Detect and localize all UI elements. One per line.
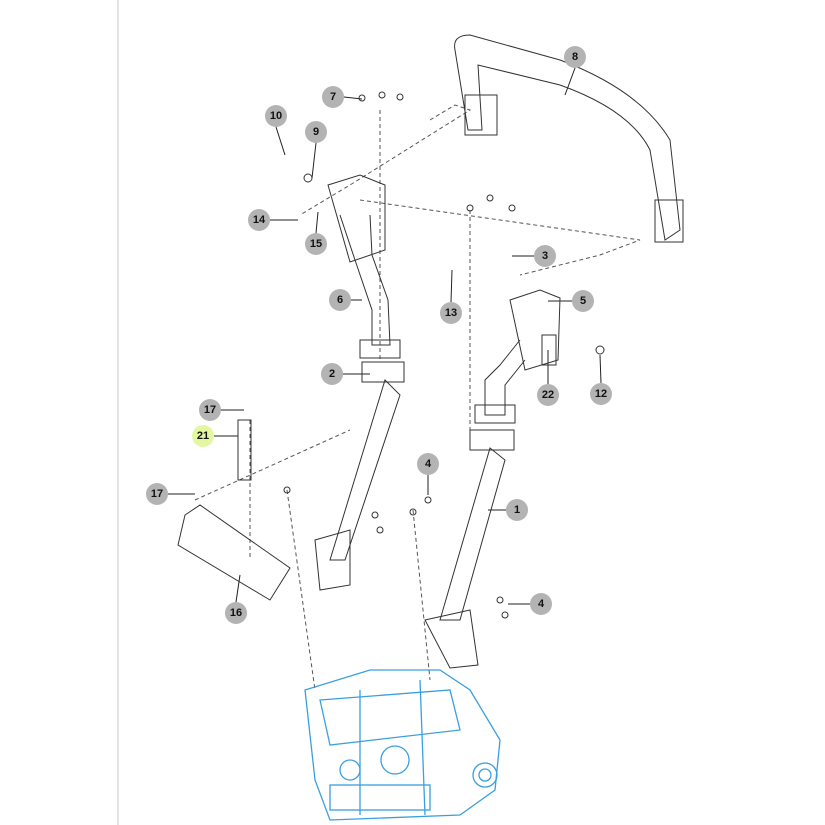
right-upright — [474, 289, 561, 424]
callout-9[interactable]: 9 — [305, 121, 327, 143]
callout-7[interactable]: 7 — [322, 86, 344, 108]
callout-15[interactable]: 15 — [305, 233, 327, 255]
fasteners — [283, 91, 605, 619]
left-upright — [327, 174, 401, 359]
panel-divider — [117, 0, 119, 825]
callout-8[interactable]: 8 — [564, 46, 586, 68]
roll-bar — [454, 34, 684, 243]
callout-4[interactable]: 4 — [417, 453, 439, 475]
callout-13[interactable]: 13 — [440, 302, 462, 324]
right-lower-frame — [424, 429, 515, 669]
callout-4[interactable]: 4 — [530, 593, 552, 615]
callout-6[interactable]: 6 — [329, 289, 351, 311]
callout-1[interactable]: 1 — [506, 499, 528, 521]
callout-2[interactable]: 2 — [321, 363, 343, 385]
callout-17[interactable]: 17 — [146, 483, 168, 505]
left-lower-frame — [314, 361, 405, 591]
callout-3[interactable]: 3 — [534, 245, 556, 267]
callout-14[interactable]: 14 — [248, 209, 270, 231]
bracket-21 — [237, 419, 252, 481]
callout-5[interactable]: 5 — [572, 290, 594, 312]
leader-lines — [168, 67, 602, 605]
transmission — [304, 669, 501, 821]
plate-16 — [177, 504, 291, 601]
assembly-dashed-lines — [194, 104, 641, 691]
callout-17[interactable]: 17 — [199, 399, 221, 421]
callout-22[interactable]: 22 — [537, 384, 559, 406]
callout-10[interactable]: 10 — [265, 105, 287, 127]
callout-12[interactable]: 12 — [590, 383, 612, 405]
callout-16[interactable]: 16 — [225, 602, 247, 624]
callout-21-highlighted[interactable]: 21 — [192, 425, 214, 447]
